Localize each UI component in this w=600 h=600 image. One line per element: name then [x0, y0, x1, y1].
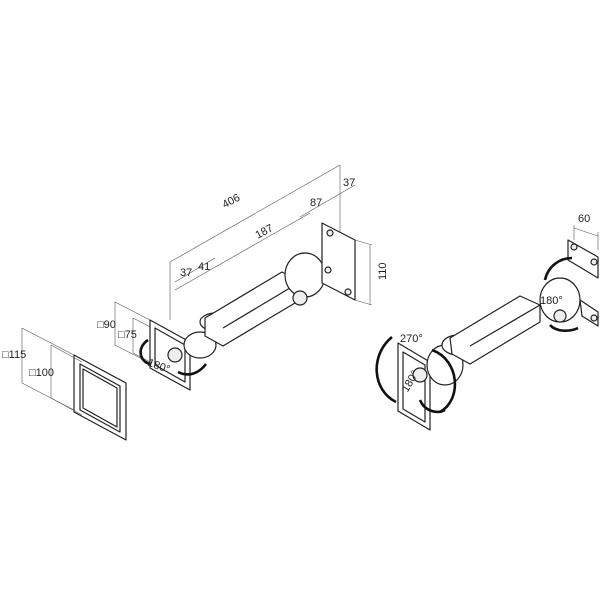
dim-37: 37 [180, 267, 192, 279]
dim-110: 110 [377, 262, 389, 280]
dim-41: 41 [198, 261, 210, 273]
arm-assembly-left [139, 222, 356, 391]
dim-87: 87 [310, 197, 322, 209]
plate-dimension-lines [21, 301, 157, 416]
dim-90: □90 [97, 319, 116, 331]
dim-115: □115 [2, 349, 26, 361]
right-dimension-lines [573, 225, 599, 250]
vesa-adapter-plate [73, 354, 127, 441]
dim-187: 187 [253, 222, 275, 241]
dim-406: 406 [220, 192, 242, 211]
angle-180-wall: 180° [540, 295, 563, 307]
dim-75: □75 [118, 329, 137, 341]
dim-37-top: 37 [343, 177, 355, 189]
angle-270: 270° [400, 333, 423, 345]
dim-60: 60 [578, 213, 590, 225]
dim-100: □100 [29, 367, 54, 379]
arm-assembly-right [375, 239, 599, 431]
arm-dimension-lines [169, 164, 373, 320]
